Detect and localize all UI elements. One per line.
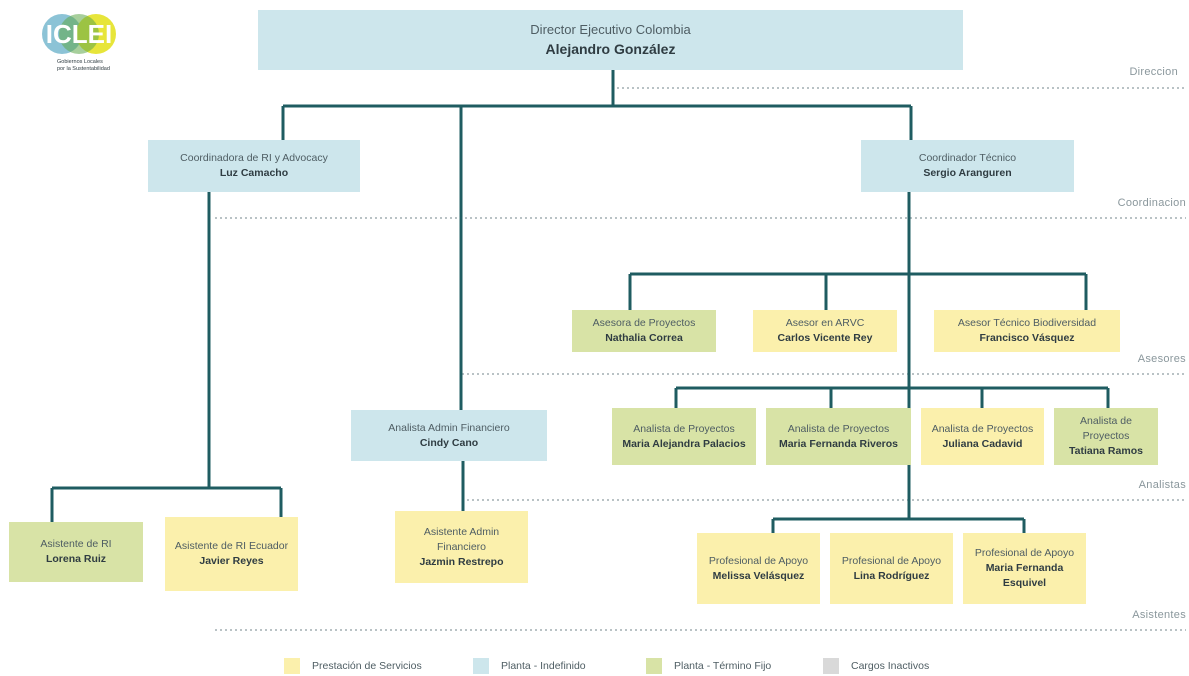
node-director: Director Ejecutivo Colombia Alejandro Go…: [258, 10, 963, 70]
node-role: Asesora de Proyectos: [592, 317, 696, 329]
level-separators: [215, 87, 1186, 631]
node-asistente-ri: Asistente de RI Lorena Ruiz: [9, 522, 143, 582]
legend-swatch: [473, 658, 489, 674]
node-coordinadora-ri: Coordinadora de RI y Advocacy Luz Camach…: [148, 140, 360, 192]
legend-label: Planta - Indefinido: [501, 660, 586, 672]
legend-fijo: Planta - Término Fijo: [646, 658, 771, 674]
node-person: Nathalia Correa: [605, 332, 683, 344]
node-person: Carlos Vicente Rey: [777, 332, 873, 344]
node-role: Analista Admin Financiero: [388, 421, 510, 434]
node-role: Director Ejecutivo Colombia: [530, 22, 691, 37]
legend-label: Planta - Término Fijo: [674, 660, 772, 672]
node-asistente-admin: Asistente Admin Financiero Jazmin Restre…: [395, 511, 528, 583]
node-person: Lina Rodríguez: [853, 569, 930, 582]
legend-inactivos: Cargos Inactivos: [823, 658, 929, 674]
node-person: Cindy Cano: [419, 436, 479, 449]
legend-swatch: [823, 658, 839, 674]
logo-tagline-1: Gobiernos Locales: [57, 59, 103, 65]
node-person: Luz Camacho: [219, 167, 289, 179]
node-role: Asistente de RI: [40, 538, 112, 550]
reporting-lines: [50, 70, 1110, 533]
node-analista: Analista de Proyectos Tatiana Ramos: [1054, 408, 1158, 465]
node-profesional: Profesional de Apoyo Lina Rodríguez: [830, 533, 953, 604]
node-role: Analista de Proyectos: [931, 422, 1034, 435]
node-role: Analista de Proyectos: [787, 422, 890, 435]
level-label-asistentes: Asistentes: [1132, 609, 1186, 621]
level-label-analistas: Analistas: [1138, 479, 1186, 491]
node-person: Lorena Ruiz: [45, 553, 107, 565]
node-role: Asistente de RI Ecuador: [174, 540, 289, 552]
node-asesor: Asesor Técnico Biodiversidad Francisco V…: [934, 310, 1120, 352]
node-analista: Analista de Proyectos Juliana Cadavid: [921, 408, 1044, 465]
node-role: Profesional de Apoyo: [974, 547, 1075, 559]
node-coordinador-tecnico: Coordinador Técnico Sergio Aranguren: [861, 140, 1074, 192]
node-role: Asesor Técnico Biodiversidad: [957, 317, 1097, 329]
node-person: Melissa Velásquez: [712, 569, 805, 582]
node-role: Asistente Admin Financiero: [423, 525, 500, 553]
level-label-coordinacion: Coordinacion: [1117, 197, 1186, 209]
node-analista: Analista de Proyectos Maria Fernanda Riv…: [766, 408, 911, 465]
node-person: Maria Fernanda Esquivel: [985, 562, 1064, 589]
legend-indefinido: Planta - Indefinido: [473, 658, 586, 674]
iclei-logo: ICLEI Gobiernos Locales por la Sustentab…: [36, 12, 146, 76]
legend-swatch: [646, 658, 662, 674]
legend-label: Prestación de Servicios: [312, 660, 422, 672]
node-role: Profesional de Apoyo: [708, 554, 809, 567]
node-role: Coordinadora de RI y Advocacy: [180, 152, 328, 164]
node-analista-admin: Analista Admin Financiero Cindy Cano: [351, 410, 547, 461]
node-person: Juliana Cadavid: [942, 437, 1023, 450]
level-label-direccion: Direccion: [1129, 66, 1178, 78]
node-profesional: Profesional de Apoyo Maria Fernanda Esqu…: [963, 533, 1086, 604]
legend-swatch: [284, 658, 300, 674]
legend-label: Cargos Inactivos: [851, 660, 930, 672]
legend-prestacion: Prestación de Servicios: [284, 658, 422, 674]
node-person: Maria Alejandra Palacios: [622, 437, 746, 450]
node-person: Alejandro González: [545, 41, 676, 57]
node-person: Jazmin Restrepo: [419, 555, 504, 568]
node-asistente-ri: Asistente de RI Ecuador Javier Reyes: [165, 517, 298, 591]
logo-mark-icon: ICLEI Gobiernos Locales por la Sustentab…: [42, 14, 116, 72]
node-asesor: Asesora de Proyectos Nathalia Correa: [572, 310, 716, 352]
node-person: Sergio Aranguren: [923, 167, 1012, 179]
node-role: Profesional de Apoyo: [841, 554, 942, 567]
logo-text: ICLEI: [46, 19, 112, 49]
node-role: Coordinador Técnico: [918, 152, 1017, 164]
node-person: Tatiana Ramos: [1069, 445, 1143, 457]
node-role: Analista de Proyectos: [633, 422, 735, 435]
node-role: Asesor en ARVC: [785, 317, 865, 329]
node-person: Javier Reyes: [199, 555, 264, 567]
level-label-asesores: Asesores: [1137, 353, 1186, 365]
node-role: Analista de Proyectos: [1080, 415, 1132, 442]
node-person: Maria Fernanda Riveros: [778, 437, 899, 450]
node-profesional: Profesional de Apoyo Melissa Velásquez: [697, 533, 820, 604]
node-person: Francisco Vásquez: [979, 332, 1075, 344]
node-analista: Analista de Proyectos Maria Alejandra Pa…: [612, 408, 756, 465]
logo-tagline-2: por la Sustentabilidad: [57, 66, 110, 72]
node-asesor: Asesor en ARVC Carlos Vicente Rey: [753, 310, 897, 352]
